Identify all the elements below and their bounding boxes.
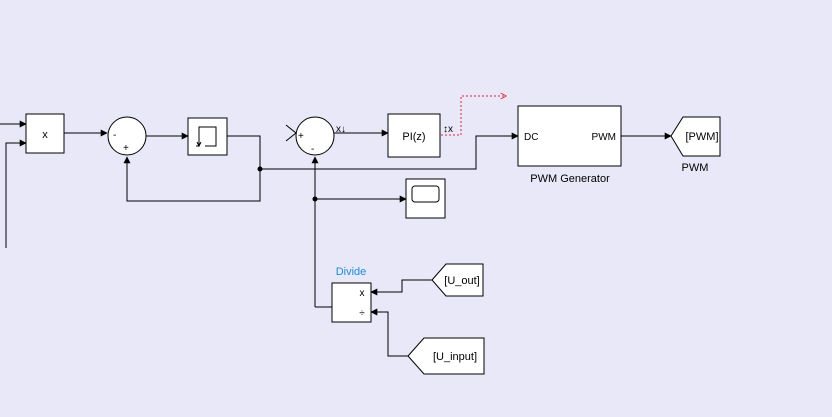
goto-pwm-tag: [PWM] xyxy=(686,131,719,143)
scope-block[interactable] xyxy=(405,178,446,219)
pwm-generator-port-out: PWM xyxy=(592,132,616,143)
sum1-block[interactable]: - + xyxy=(107,116,147,156)
pi-controller-label: PI(z) xyxy=(402,131,425,143)
sum2-block[interactable]: + - xyxy=(295,116,335,156)
product-symbol: x xyxy=(42,129,48,141)
junction-dot xyxy=(312,196,318,202)
from-u-out-block[interactable]: [U_out] xyxy=(431,263,484,297)
sum2-output-marker: x↓ xyxy=(336,124,346,135)
goto-pwm-name: PWM xyxy=(682,162,709,174)
goto-pwm-block[interactable]: [PWM] xyxy=(670,116,721,157)
wire-input-2[interactable] xyxy=(5,139,27,248)
scope-screen-icon xyxy=(411,185,440,203)
divide-name: Divide xyxy=(336,266,367,278)
from-u-input-tag: [U_input] xyxy=(433,351,477,363)
relay-arrow-icon xyxy=(196,141,202,148)
pi-output-marker: ↕x xyxy=(443,124,453,135)
wire-relay-feedback[interactable] xyxy=(123,135,261,202)
sum1-sign-bottom: + xyxy=(123,143,129,154)
highlighted-signal-wire[interactable] xyxy=(441,96,506,136)
sum2-sign-left: + xyxy=(298,131,304,142)
divide-port-bottom: ÷ xyxy=(359,308,365,319)
from-u-input-block[interactable]: [U_input] xyxy=(407,337,485,375)
wire-to-pwm-dc[interactable] xyxy=(260,132,519,170)
from-u-out-tag: [U_out] xyxy=(444,275,479,287)
pwm-generator-name: PWM Generator xyxy=(530,173,610,185)
pwm-generator-port-in: DC xyxy=(524,132,538,143)
sum1-sign-top: - xyxy=(113,130,116,141)
relay-block[interactable] xyxy=(187,117,228,156)
pwm-generator-block[interactable]: DC PWM xyxy=(517,105,622,167)
wire-uout-to-divide[interactable] xyxy=(370,279,432,296)
sum2-sign-bottom: - xyxy=(311,144,314,155)
wire-uinput-to-divide[interactable] xyxy=(370,308,408,357)
divide-block[interactable]: x ÷ xyxy=(331,282,372,323)
junction-dot xyxy=(257,166,263,172)
sum2-input-port xyxy=(285,124,297,142)
pi-controller-block[interactable]: PI(z) xyxy=(387,113,441,158)
product-block[interactable]: x xyxy=(25,113,65,154)
divide-port-top: x xyxy=(360,288,365,299)
